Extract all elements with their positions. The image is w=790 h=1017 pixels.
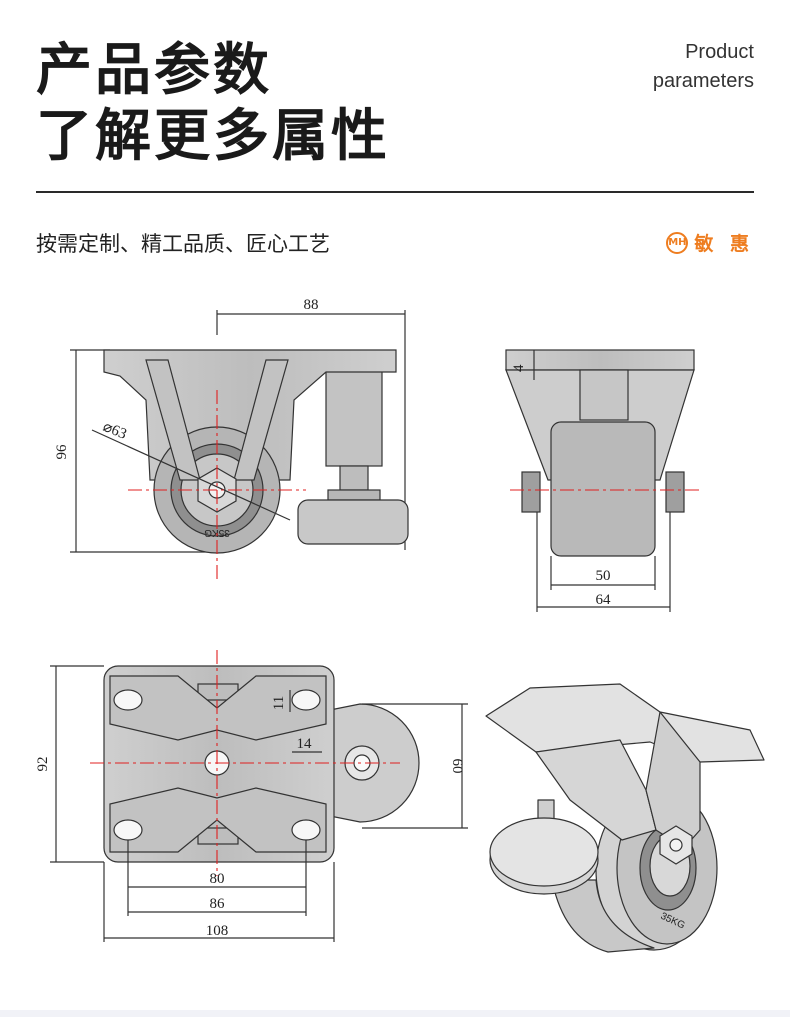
wheel-diameter-dim: ⌀63 xyxy=(101,419,129,443)
page-title: 产品参数 了解更多属性 xyxy=(36,38,390,170)
slot-offset-dim: 14 xyxy=(297,736,313,752)
front-wheel-mark: 35KG xyxy=(204,527,230,538)
side-top-dim: 4 xyxy=(511,364,527,372)
footer-band xyxy=(0,1010,790,1017)
top-left-dim: 92 xyxy=(35,757,51,772)
english-subtitle: Product parameters xyxy=(653,38,754,96)
top-view: 11 14 92 60 80 86 108 xyxy=(35,650,468,942)
brand-icon: MH xyxy=(666,231,689,254)
tagline: 按需定制、精工品质、匠心工艺 xyxy=(36,232,330,256)
mid-width-dim: 86 xyxy=(210,896,226,912)
wheel-width-dim: 50 xyxy=(596,568,611,584)
title-line-1: 产品参数 xyxy=(36,38,272,103)
header-divider xyxy=(36,191,754,193)
top-right-dim: 60 xyxy=(449,759,465,774)
english-line-2: parameters xyxy=(652,70,754,92)
title-line-2: 了解更多属性 xyxy=(36,104,390,169)
overall-length-dim: 108 xyxy=(206,923,229,939)
slot-height-dim: 11 xyxy=(271,696,287,710)
hole-spacing-dim: 80 xyxy=(210,871,225,887)
brand-name: 敏 惠 xyxy=(694,233,754,255)
front-width-dim: 88 xyxy=(304,297,319,313)
front-height-dim: 96 xyxy=(54,444,70,460)
brand-logo: MH 敏 惠 xyxy=(666,229,754,256)
english-line-1: Product xyxy=(685,41,754,63)
overall-width-dim: 64 xyxy=(596,592,612,608)
iso-view: 35KG xyxy=(485,683,765,953)
side-view: 4 50 64 xyxy=(505,349,700,612)
front-view: 88 96 35KG ⌀63 xyxy=(54,297,409,580)
